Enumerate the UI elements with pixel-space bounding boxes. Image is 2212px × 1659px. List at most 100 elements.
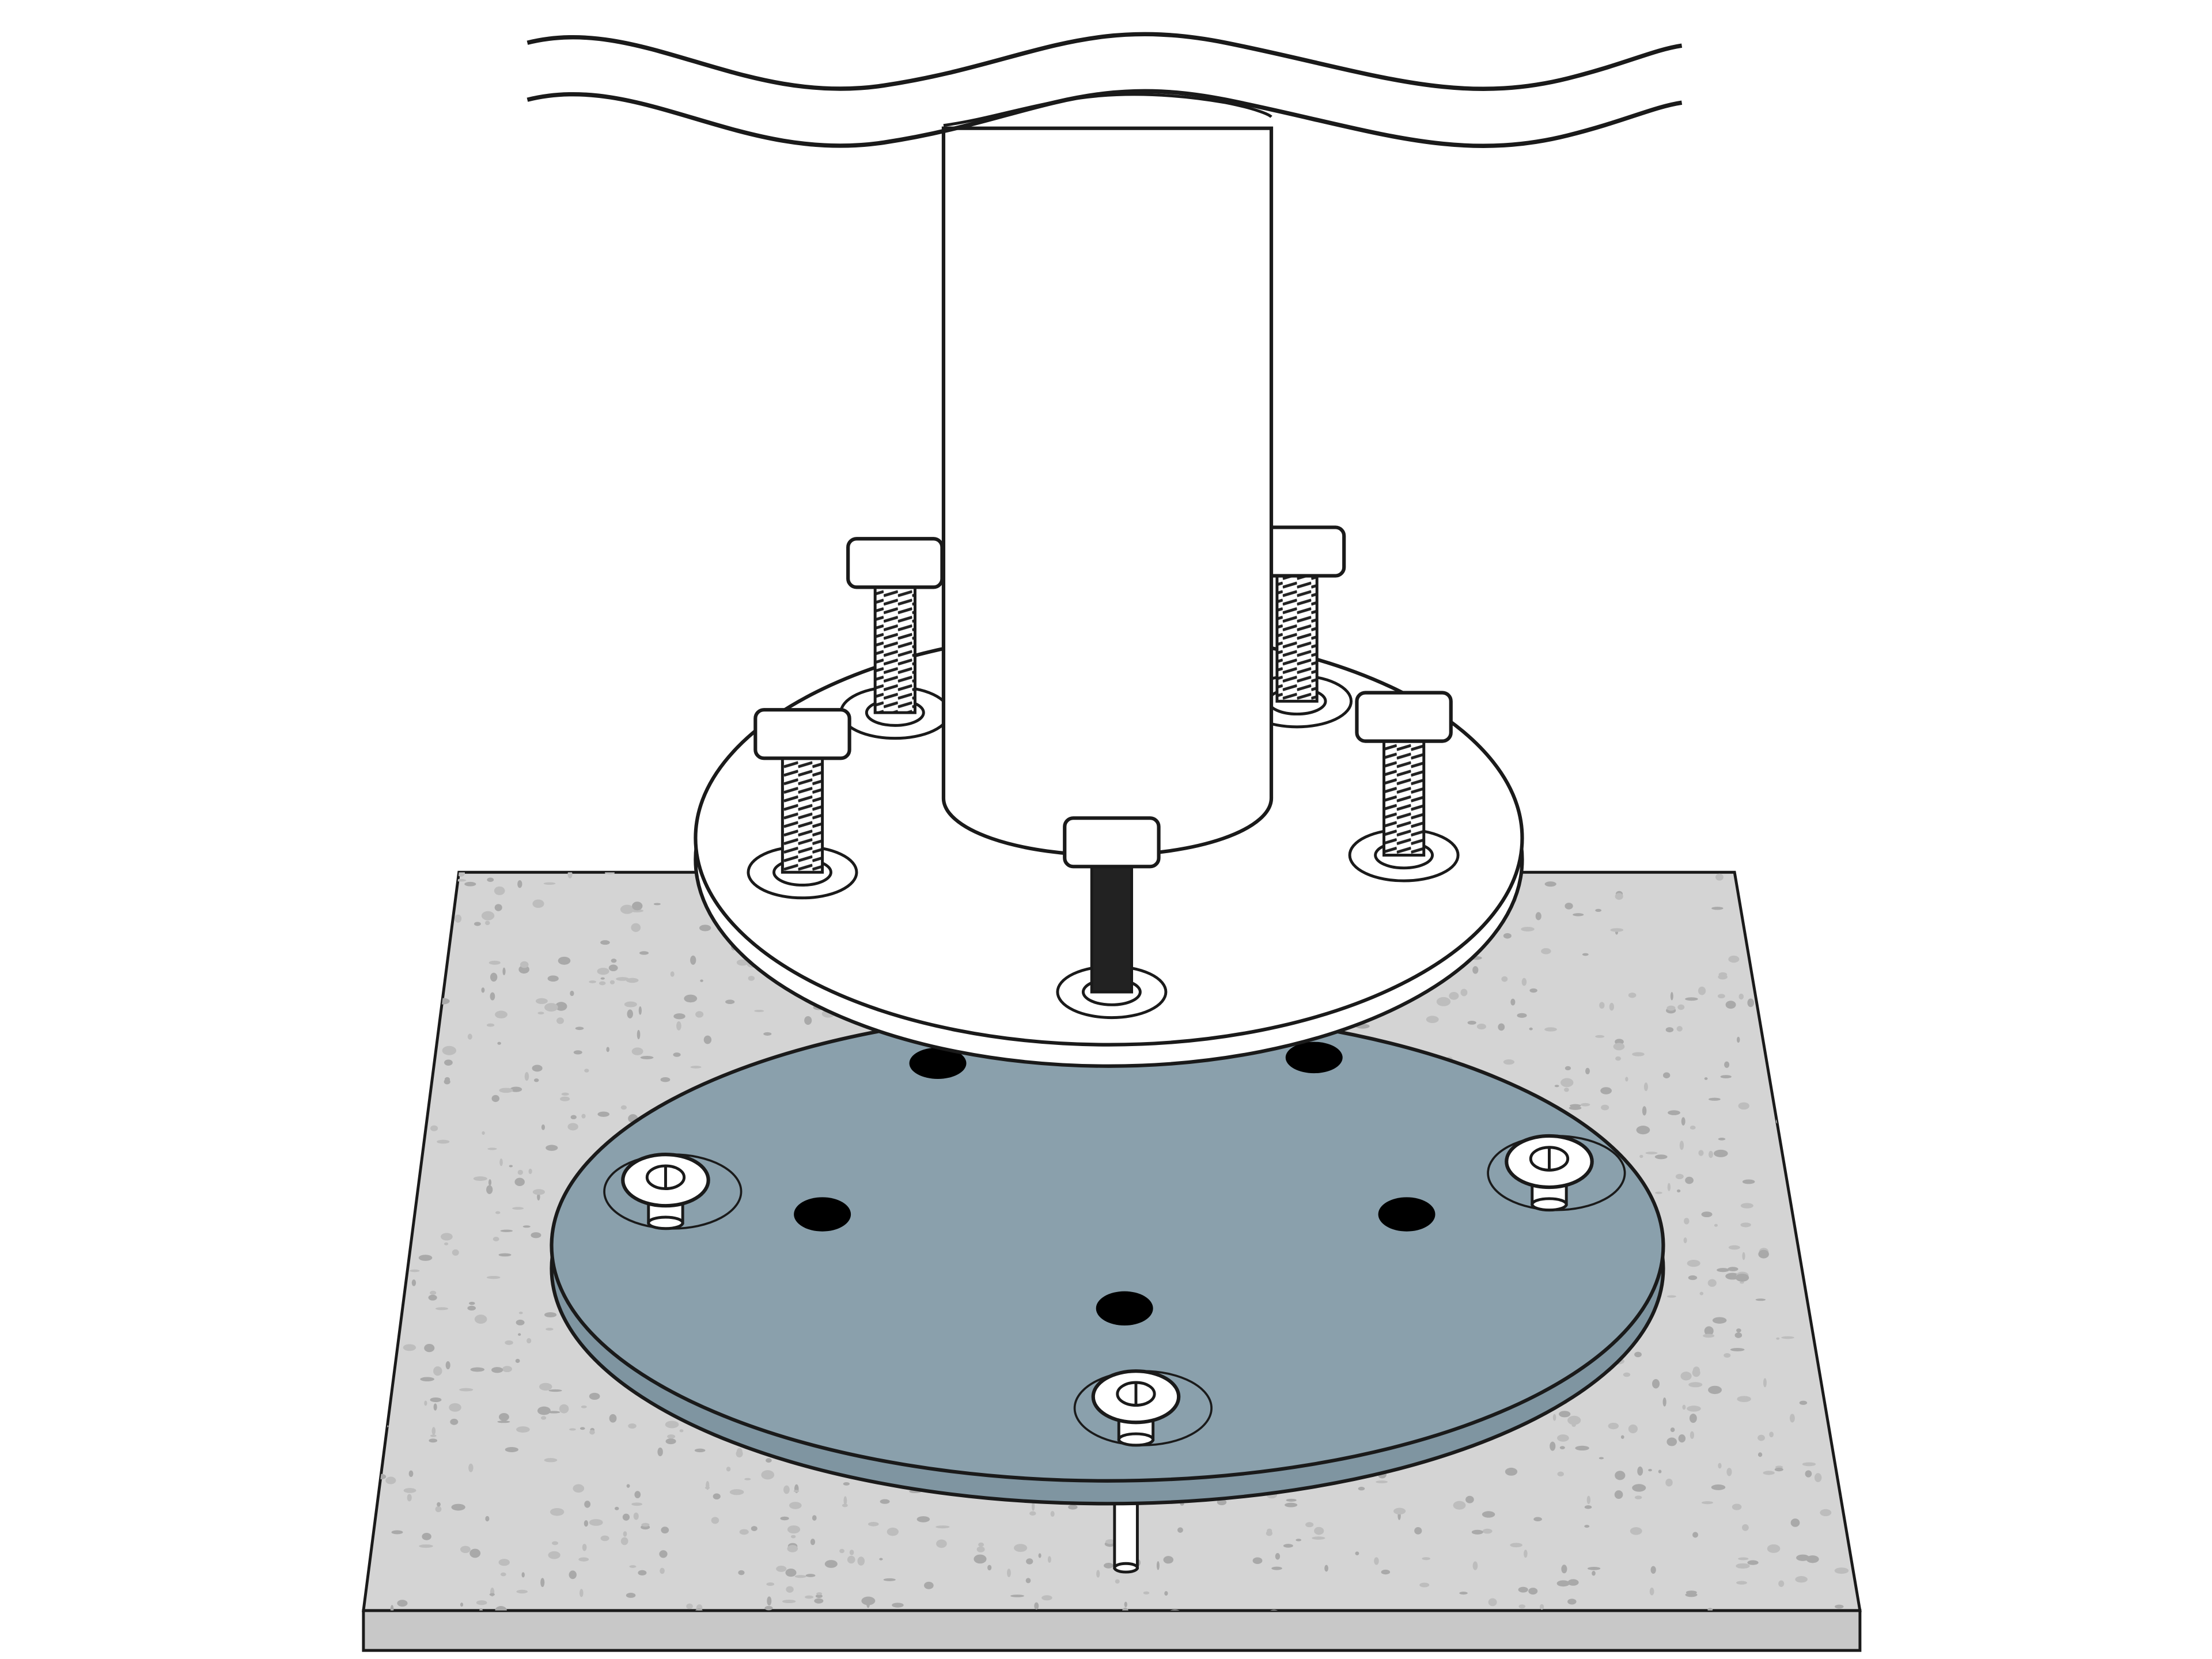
speckle	[754, 1009, 764, 1012]
speckle	[1808, 1277, 1815, 1284]
speckle	[537, 1193, 540, 1201]
speckle	[419, 1544, 433, 1548]
speckle	[539, 1382, 552, 1391]
speckle	[694, 1448, 706, 1453]
speckle	[1717, 994, 1725, 999]
speckle	[410, 1269, 420, 1272]
countersunk-screw	[1073, 1369, 1213, 1447]
speckle	[575, 1027, 584, 1031]
speckle	[1465, 1495, 1474, 1503]
speckle	[620, 1105, 627, 1110]
speckle	[386, 1062, 392, 1065]
post-tube	[941, 126, 1274, 857]
break-lines	[527, 32, 1683, 148]
speckle	[1668, 1110, 1680, 1115]
speckle	[1637, 1466, 1643, 1476]
speckle	[1047, 1556, 1051, 1563]
speckle	[1800, 945, 1808, 955]
speckle	[739, 1529, 749, 1535]
speckle	[584, 1069, 589, 1073]
speckle	[665, 1438, 676, 1445]
speckle	[1557, 1434, 1569, 1442]
speckle	[1634, 1351, 1642, 1358]
speckle	[1714, 1224, 1718, 1227]
speckle	[1026, 1558, 1033, 1565]
speckle	[1732, 1503, 1742, 1510]
speckle	[1634, 1495, 1642, 1499]
speckle	[1252, 1557, 1263, 1565]
speckle	[600, 1535, 609, 1541]
speckle	[1550, 1441, 1556, 1451]
speckle	[1163, 1556, 1174, 1564]
speckle	[1768, 982, 1775, 986]
speckle	[1825, 1001, 1834, 1009]
speckle	[1777, 987, 1786, 994]
speckle	[1115, 1579, 1120, 1584]
speckle	[1810, 1197, 1823, 1206]
speckle	[372, 925, 384, 932]
speckle	[936, 1539, 947, 1548]
speckle	[1587, 1567, 1601, 1570]
speckle	[1724, 1353, 1731, 1358]
speckle	[388, 1266, 402, 1275]
speckle	[1789, 1414, 1795, 1423]
speckle	[531, 1232, 541, 1238]
break-line-middle	[527, 89, 1683, 148]
speckle	[493, 1237, 499, 1241]
speckle	[1670, 992, 1673, 1001]
speckle	[1738, 1102, 1749, 1110]
speckle	[1105, 1539, 1115, 1544]
speckle	[543, 882, 556, 885]
speckle	[609, 980, 615, 984]
speckle	[573, 1050, 582, 1055]
base-plate	[550, 1009, 1665, 1506]
speckle	[623, 1531, 627, 1537]
speckle	[1358, 1487, 1365, 1491]
speckle	[1554, 1085, 1559, 1088]
speckle	[517, 880, 522, 888]
speckle	[1676, 1189, 1681, 1192]
speckle	[398, 1000, 408, 1005]
speckle	[481, 911, 495, 921]
speckle	[1781, 1336, 1794, 1339]
speckle	[1824, 1331, 1831, 1336]
speckle	[629, 1565, 637, 1568]
speckle	[1688, 1382, 1703, 1388]
leveling-bolt	[747, 708, 858, 900]
speckle	[1662, 1397, 1666, 1407]
bolt-hole	[794, 1197, 851, 1232]
speckle	[1724, 1061, 1730, 1068]
speckle	[579, 1427, 585, 1430]
speckle	[608, 964, 618, 971]
speckle	[1557, 1471, 1564, 1477]
speckle	[1708, 1150, 1713, 1158]
speckle	[1711, 907, 1724, 910]
speckle	[516, 1589, 528, 1594]
speckle	[498, 1413, 509, 1421]
speckle	[1836, 1184, 1839, 1190]
speckle	[1763, 909, 1771, 918]
speckle	[544, 1003, 558, 1012]
speckle	[518, 1311, 523, 1315]
speckle	[638, 1570, 647, 1576]
speckle	[673, 1052, 681, 1057]
speckle	[366, 1074, 370, 1081]
speckle	[1679, 1141, 1684, 1150]
speckle	[810, 1539, 816, 1546]
bolt-hole	[1285, 1041, 1343, 1074]
speckle	[1314, 1527, 1324, 1535]
speckle	[460, 1546, 471, 1554]
speckle	[364, 1224, 372, 1231]
speckle	[626, 1593, 636, 1598]
speckle	[804, 1016, 812, 1025]
speckle	[1718, 1463, 1722, 1469]
speckle	[1805, 1470, 1812, 1478]
speckle	[1799, 1400, 1808, 1405]
speckle	[763, 1032, 772, 1036]
speckle	[498, 1559, 510, 1566]
speckle	[1853, 1052, 1859, 1057]
speckle	[751, 1526, 757, 1531]
speckle	[1734, 1332, 1743, 1338]
speckle	[868, 1521, 879, 1527]
speckle	[1789, 1110, 1797, 1116]
